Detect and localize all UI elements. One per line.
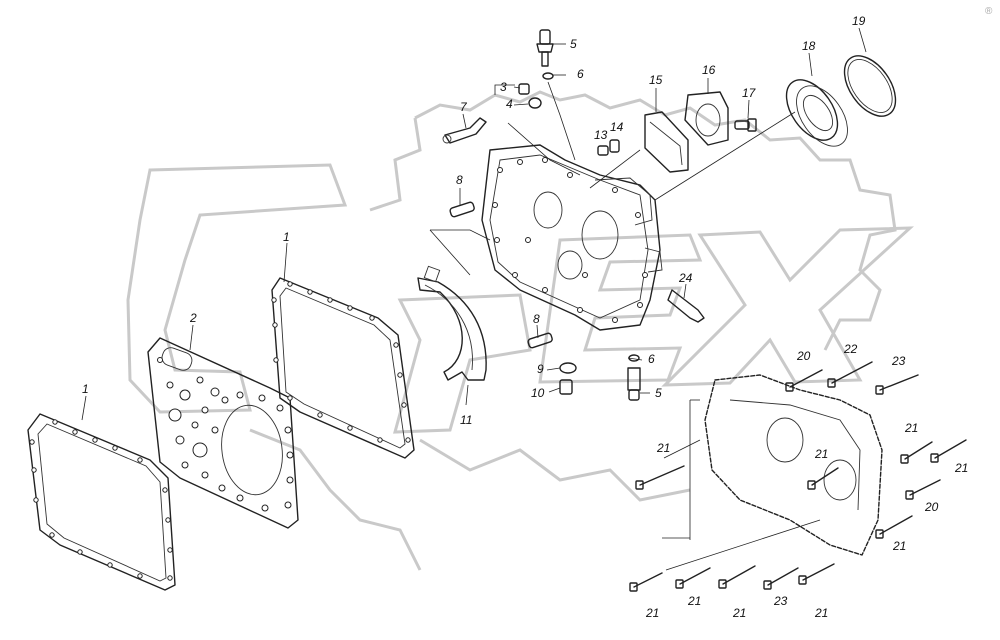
bolt-part-22 <box>827 361 873 388</box>
callout-21-mid: 21 <box>814 447 828 461</box>
callout-5-bottom: 5 <box>655 386 662 400</box>
gasket-1-bolt-holes <box>29 419 173 581</box>
cover-plate-part-15 <box>644 111 689 173</box>
callout-5-top: 5 <box>570 37 577 51</box>
callout-21-right-2: 21 <box>954 461 968 475</box>
washer-part-6-top <box>542 72 554 80</box>
bolt-part-23-upper <box>875 374 919 395</box>
callout-23-upper: 23 <box>891 354 906 368</box>
callout-1-rear: 1 <box>283 230 290 244</box>
dowel-pin-part-8-bottom <box>527 332 553 349</box>
shift-fork-part-11 <box>417 265 487 381</box>
bolt-part-20-upper <box>785 369 823 392</box>
callout-21-bottom-2: 21 <box>687 594 701 608</box>
watermark-logo <box>126 90 914 571</box>
gasket-part-1-rear <box>271 277 415 459</box>
bolt-part-21-right-2 <box>930 439 967 463</box>
dowel-pin-part-8-top <box>449 201 475 218</box>
callout-22: 22 <box>843 342 858 356</box>
snap-ring-part-19 <box>843 55 897 117</box>
bolt-set <box>629 361 967 592</box>
callout-15: 15 <box>649 73 663 87</box>
callout-21-bottom-1: 21 <box>645 606 659 620</box>
separator-plate-part-2 <box>147 337 299 529</box>
gasket-part-1-front <box>27 413 176 591</box>
callout-1-front: 1 <box>82 382 89 396</box>
callout-8-bottom: 8 <box>533 312 540 326</box>
callout-20-right: 20 <box>924 500 939 514</box>
bolt-part-21-left <box>635 465 685 490</box>
bolt-part-21-bottom-2 <box>675 567 711 589</box>
bolt-part-21-mid <box>807 467 839 490</box>
callout-8-top: 8 <box>456 173 463 187</box>
callout-19: 19 <box>852 14 866 28</box>
callout-7: 7 <box>460 100 468 114</box>
seal-ring-part-4 <box>528 97 542 109</box>
bolt-part-20-right <box>905 479 941 500</box>
callout-21-right-1: 21 <box>904 421 918 435</box>
bearing-part-18 <box>785 79 848 147</box>
callout-6-bottom: 6 <box>648 352 655 366</box>
callout-6-top: 6 <box>577 67 584 81</box>
oil-tube-part-7 <box>442 117 487 144</box>
plate-2-holes <box>157 357 294 512</box>
sensor-part-24 <box>667 289 705 323</box>
bolt-part-21-right-3 <box>875 515 913 539</box>
plug-part-10 <box>559 379 573 395</box>
plug-part-3 <box>518 83 530 95</box>
gasket-1b-bolt-holes <box>271 281 411 443</box>
callout-9: 9 <box>537 362 544 376</box>
rear-housing <box>704 374 883 556</box>
callout-21-bottom-3: 21 <box>732 606 746 620</box>
callout-3: 3 <box>500 80 507 94</box>
seal-part-9 <box>559 362 577 374</box>
callout-11: 11 <box>460 413 472 427</box>
bolt-part-21-bottom-3 <box>718 565 756 589</box>
callout-16: 16 <box>702 63 716 77</box>
bolt-part-17 <box>734 118 757 132</box>
callout-14: 14 <box>610 120 624 134</box>
nut-part-13 <box>597 145 609 156</box>
callout-20-upper: 20 <box>796 349 811 363</box>
leader-lines <box>81 27 867 571</box>
callout-17: 17 <box>742 86 757 100</box>
bearing-cover-part-16 <box>684 91 729 146</box>
bolt-part-21-bottom-1 <box>629 572 663 592</box>
callout-21-bottom-4: 21 <box>814 606 828 620</box>
breather-part-5-bottom <box>627 367 641 401</box>
callout-24: 24 <box>678 271 693 285</box>
registered-mark: ® <box>985 6 993 17</box>
callout-10: 10 <box>531 386 545 400</box>
bolt-part-21-right-1 <box>900 441 933 464</box>
callout-13: 13 <box>594 128 608 142</box>
bolt-part-23-bottom <box>763 567 799 590</box>
housing-bolt-bosses <box>492 157 648 323</box>
transmission-housing <box>481 144 663 331</box>
callout-21-left: 21 <box>656 441 670 455</box>
bolt-part-21-bottom-4 <box>798 563 835 585</box>
callout-2: 2 <box>189 311 197 325</box>
callout-23-bottom: 23 <box>773 594 788 608</box>
breather-part-5-top <box>536 29 554 67</box>
callout-21-right-3: 21 <box>892 539 906 553</box>
callout-labels: 1 2 1 3 4 5 6 7 8 8 9 10 11 6 5 13 14 15… <box>82 14 968 620</box>
callout-4: 4 <box>506 97 513 111</box>
callout-18: 18 <box>802 39 816 53</box>
bolt-part-14 <box>609 139 620 153</box>
